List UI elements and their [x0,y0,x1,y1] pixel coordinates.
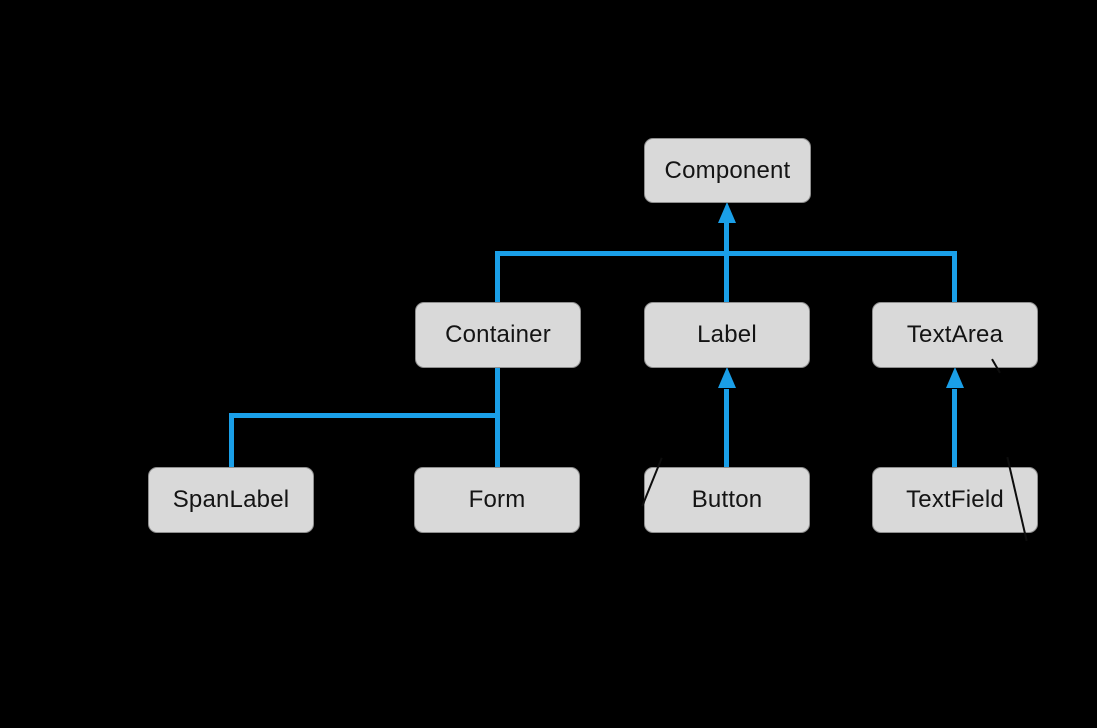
node-spanlabel: SpanLabel [148,467,314,533]
node-label-label: Label [697,321,757,348]
edge-bus-to-component-shaft [724,222,729,256]
node-textfield-label: TextField [906,486,1004,513]
edge-bus-to-container [495,251,500,302]
node-container: Container [415,302,581,368]
node-button: Button [644,467,810,533]
edge-branch-to-spanlabel [229,413,234,467]
node-form-label: Form [468,486,526,513]
node-textarea-label: TextArea [906,321,1004,348]
node-button-label: Button [691,486,763,513]
edge-container-branch-line [229,413,499,418]
arrow-up-head-label-icon [718,367,736,388]
node-component: Component [644,138,811,203]
node-form: Form [414,467,580,533]
edge-bus-to-label [724,251,729,302]
edge-textfield-to-textarea-shaft [952,389,957,467]
edge-button-to-label-shaft [724,389,729,467]
node-spanlabel-label: SpanLabel [172,486,290,513]
edge-bus-to-textarea [952,251,957,302]
arrow-up-head-textarea-icon [946,367,964,388]
node-component-label: Component [664,156,791,184]
node-textarea: TextArea [872,302,1038,368]
arrow-up-head-component-icon [718,202,736,223]
node-container-label: Container [445,321,551,348]
node-label: Label [644,302,810,368]
